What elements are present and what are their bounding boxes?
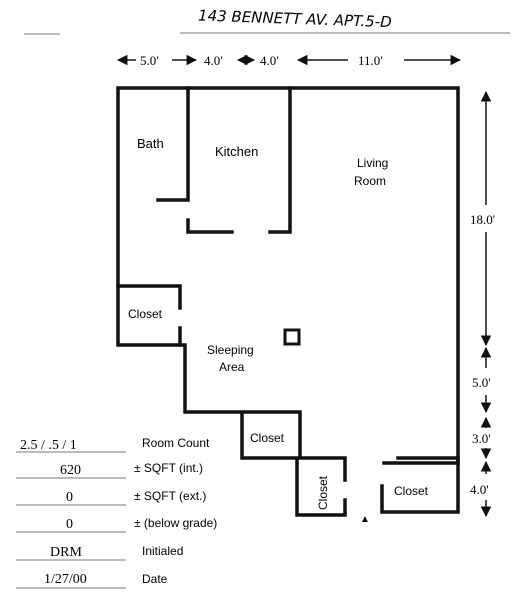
dim-top-1: 5.0' [140,53,159,68]
dim-top-2: 4.0' [204,53,223,68]
room-sleeping-1: Sleeping [207,343,254,357]
room-closet-left: Closet [128,307,163,321]
kitchen-bottom-wall [186,218,234,234]
room-count-label: Room Count [142,436,210,450]
room-closet-mid: Closet [250,431,285,445]
room-kitchen: Kitchen [215,144,258,159]
sqft-int-label: ± SQFT (int.) [134,461,203,475]
room-count-value: 2.5 / .5 / 1 [20,438,77,453]
initialed-label: Initialed [142,544,183,558]
initialed-value: DRM [50,545,82,560]
below-grade-value: 0 [66,517,73,532]
address-header: 143 BENNETT AV. APT.5-D [198,6,392,31]
dim-right-2: 5.0' [472,375,491,390]
room-closet-right: Closet [394,484,429,498]
sqft-ext-value: 0 [66,490,73,505]
below-grade-label: ± (below grade) [134,516,217,530]
room-living-1: Living [357,156,388,170]
sqft-ext-label: ± SQFT (ext.) [134,489,206,503]
dim-top-4: 11.0' [358,53,383,68]
walls [116,86,460,517]
dim-right-3: 3.0' [472,431,491,446]
date-label: Date [142,572,168,586]
door-marker-icon: ▲ [360,514,370,525]
room-closet-vertical: Closet [316,475,330,510]
kitchen-living-wall [268,86,292,234]
dim-right-1: 18.0' [470,212,495,227]
date-value: 1/27/00 [44,572,87,587]
room-sleeping-2: Area [219,360,245,374]
room-living-2: Room [354,174,386,188]
closet-right-top [396,456,460,465]
closet-left-wall [116,284,182,347]
column-marker [283,328,301,346]
info-table: 2.5 / .5 / 1 Room Count 620 ± SQFT (int.… [16,436,217,589]
dim-top-3: 4.0' [260,53,279,68]
bath-kitchen-wall [156,86,190,202]
dim-right-4: 4.0' [470,482,489,497]
outer-wall [116,86,460,517]
sqft-int-value: 620 [60,463,81,478]
room-bath: Bath [137,136,164,151]
